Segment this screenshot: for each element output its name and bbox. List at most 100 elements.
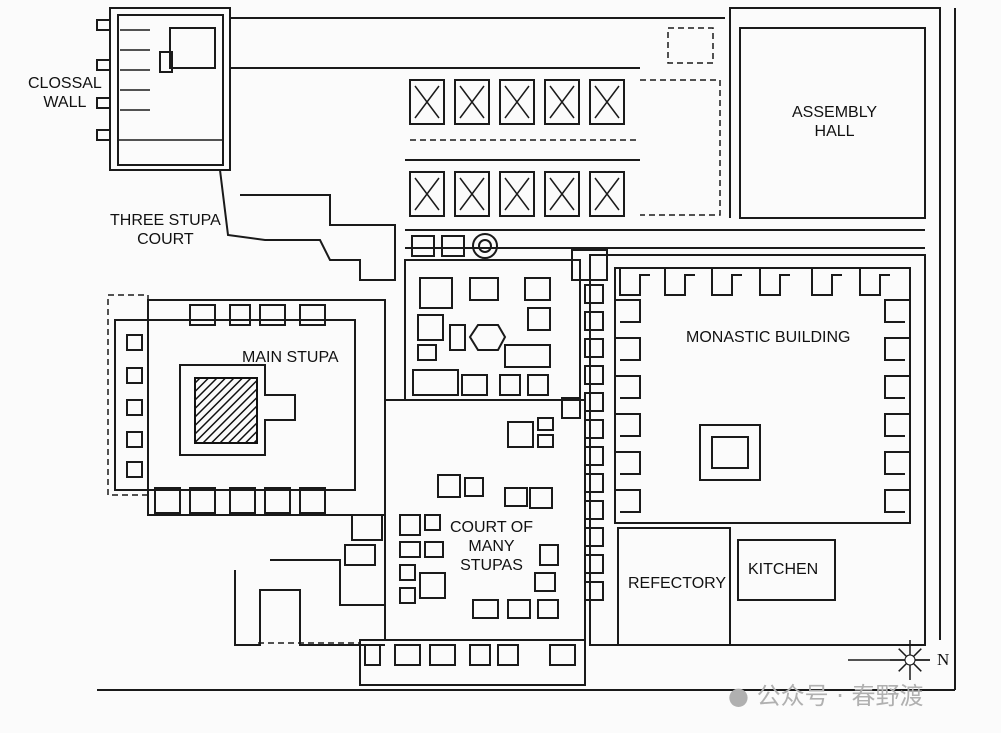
monk-cell: [615, 375, 641, 399]
monk-cell: [884, 489, 910, 513]
small-stupa: [424, 541, 444, 558]
small-stupa: [399, 564, 416, 581]
small-stupa: [537, 417, 554, 431]
monk-cell: [615, 451, 641, 475]
votive-stupa: [409, 171, 445, 217]
small-stupa: [469, 277, 499, 301]
label-assembly-hall: ASSEMBLY HALL: [792, 104, 878, 140]
votive-stupa: [589, 79, 625, 125]
small-stupa: [126, 431, 143, 448]
cross-mark: [504, 85, 530, 119]
votive-stupa: [409, 79, 445, 125]
votive-stupa: [454, 79, 490, 125]
main-stupa-complex: [107, 294, 386, 516]
small-stupa: [524, 277, 551, 301]
monk-cell: [584, 365, 604, 385]
monk-cell: [884, 375, 910, 399]
small-stupa: [417, 314, 444, 341]
small-stupa: [449, 324, 466, 351]
small-stupa: [527, 307, 551, 331]
assembly-hall: [729, 7, 956, 690]
small-stupa: [472, 599, 499, 619]
monk-cell: [811, 268, 842, 296]
small-stupa: [394, 644, 421, 666]
label-kitchen: KITCHEN: [748, 561, 819, 578]
north-label: N: [937, 650, 950, 669]
votive-stupa-grid: [409, 79, 625, 217]
small-stupa: [424, 514, 441, 531]
cross-mark: [459, 85, 485, 119]
small-stupa: [126, 367, 143, 384]
monk-cell: [584, 527, 604, 547]
monk-cell: [615, 489, 641, 513]
monk-cell: [584, 392, 604, 412]
small-stupa: [299, 487, 326, 514]
monk-cell: [615, 337, 641, 361]
small-stupa: [344, 544, 376, 566]
small-stupa: [527, 374, 549, 396]
small-stupa: [507, 599, 531, 619]
small-stupa: [259, 304, 286, 326]
monk-cell: [584, 419, 604, 439]
stairs: [561, 397, 581, 419]
cross-mark: [459, 177, 485, 211]
monk-cell: [884, 299, 910, 323]
small-stupa: [412, 369, 459, 396]
small-stupa: [399, 514, 421, 536]
monk-cell: [759, 268, 790, 296]
wechat-icon: ●: [728, 682, 749, 710]
small-stupa: [549, 644, 576, 666]
small-stupa: [537, 434, 554, 448]
small-stupa: [429, 644, 456, 666]
monk-cell: [619, 268, 650, 296]
small-stupa: [537, 599, 559, 619]
cross-mark: [549, 85, 575, 119]
small-stupa: [504, 344, 551, 368]
small-stupa: [189, 487, 216, 514]
small-stupa: [534, 572, 556, 592]
cross-mark: [504, 177, 530, 211]
monk-cell: [664, 268, 695, 296]
small-stupa: [351, 514, 383, 541]
votive-stupa: [544, 79, 580, 125]
small-stupa: [504, 487, 528, 507]
small-stupa: [299, 304, 326, 326]
small-stupa: [399, 587, 416, 604]
label-colossal-wall: CLOSSAL WALL: [28, 75, 102, 111]
votive-stupa: [454, 171, 490, 217]
monk-cell: [711, 268, 742, 296]
small-stupa: [264, 487, 291, 514]
small-stupa: [417, 344, 437, 361]
monk-cell: [584, 284, 604, 304]
monk-cell: [615, 413, 641, 437]
cross-mark: [414, 177, 440, 211]
monk-cell: [884, 413, 910, 437]
label-refectory: REFECTORY: [628, 575, 727, 592]
small-stupa: [126, 461, 143, 478]
monk-cell: [884, 451, 910, 475]
small-stupa: [507, 421, 534, 448]
small-stupa: [437, 474, 461, 498]
small-stupa: [419, 572, 446, 599]
monk-cell: [584, 473, 604, 493]
small-stupa: [497, 644, 519, 666]
votive-stupa: [589, 171, 625, 217]
small-stupa: [399, 541, 421, 558]
cross-mark: [414, 85, 440, 119]
monk-cell: [584, 581, 604, 601]
cross-mark: [549, 177, 575, 211]
monk-cell: [584, 311, 604, 331]
monk-cell: [859, 268, 890, 296]
small-stupa: [499, 374, 521, 396]
monk-cell: [884, 337, 910, 361]
monk-cell: [584, 338, 604, 358]
small-stupa: [419, 277, 453, 309]
cross-mark: [594, 177, 620, 211]
watermark-text: 公众号 · 春野渡: [756, 682, 924, 710]
label-monastic-building: MONASTIC BUILDING: [686, 329, 851, 346]
monk-cell: [584, 554, 604, 574]
colossal-wall: [96, 7, 231, 171]
small-stupa: [126, 399, 143, 416]
